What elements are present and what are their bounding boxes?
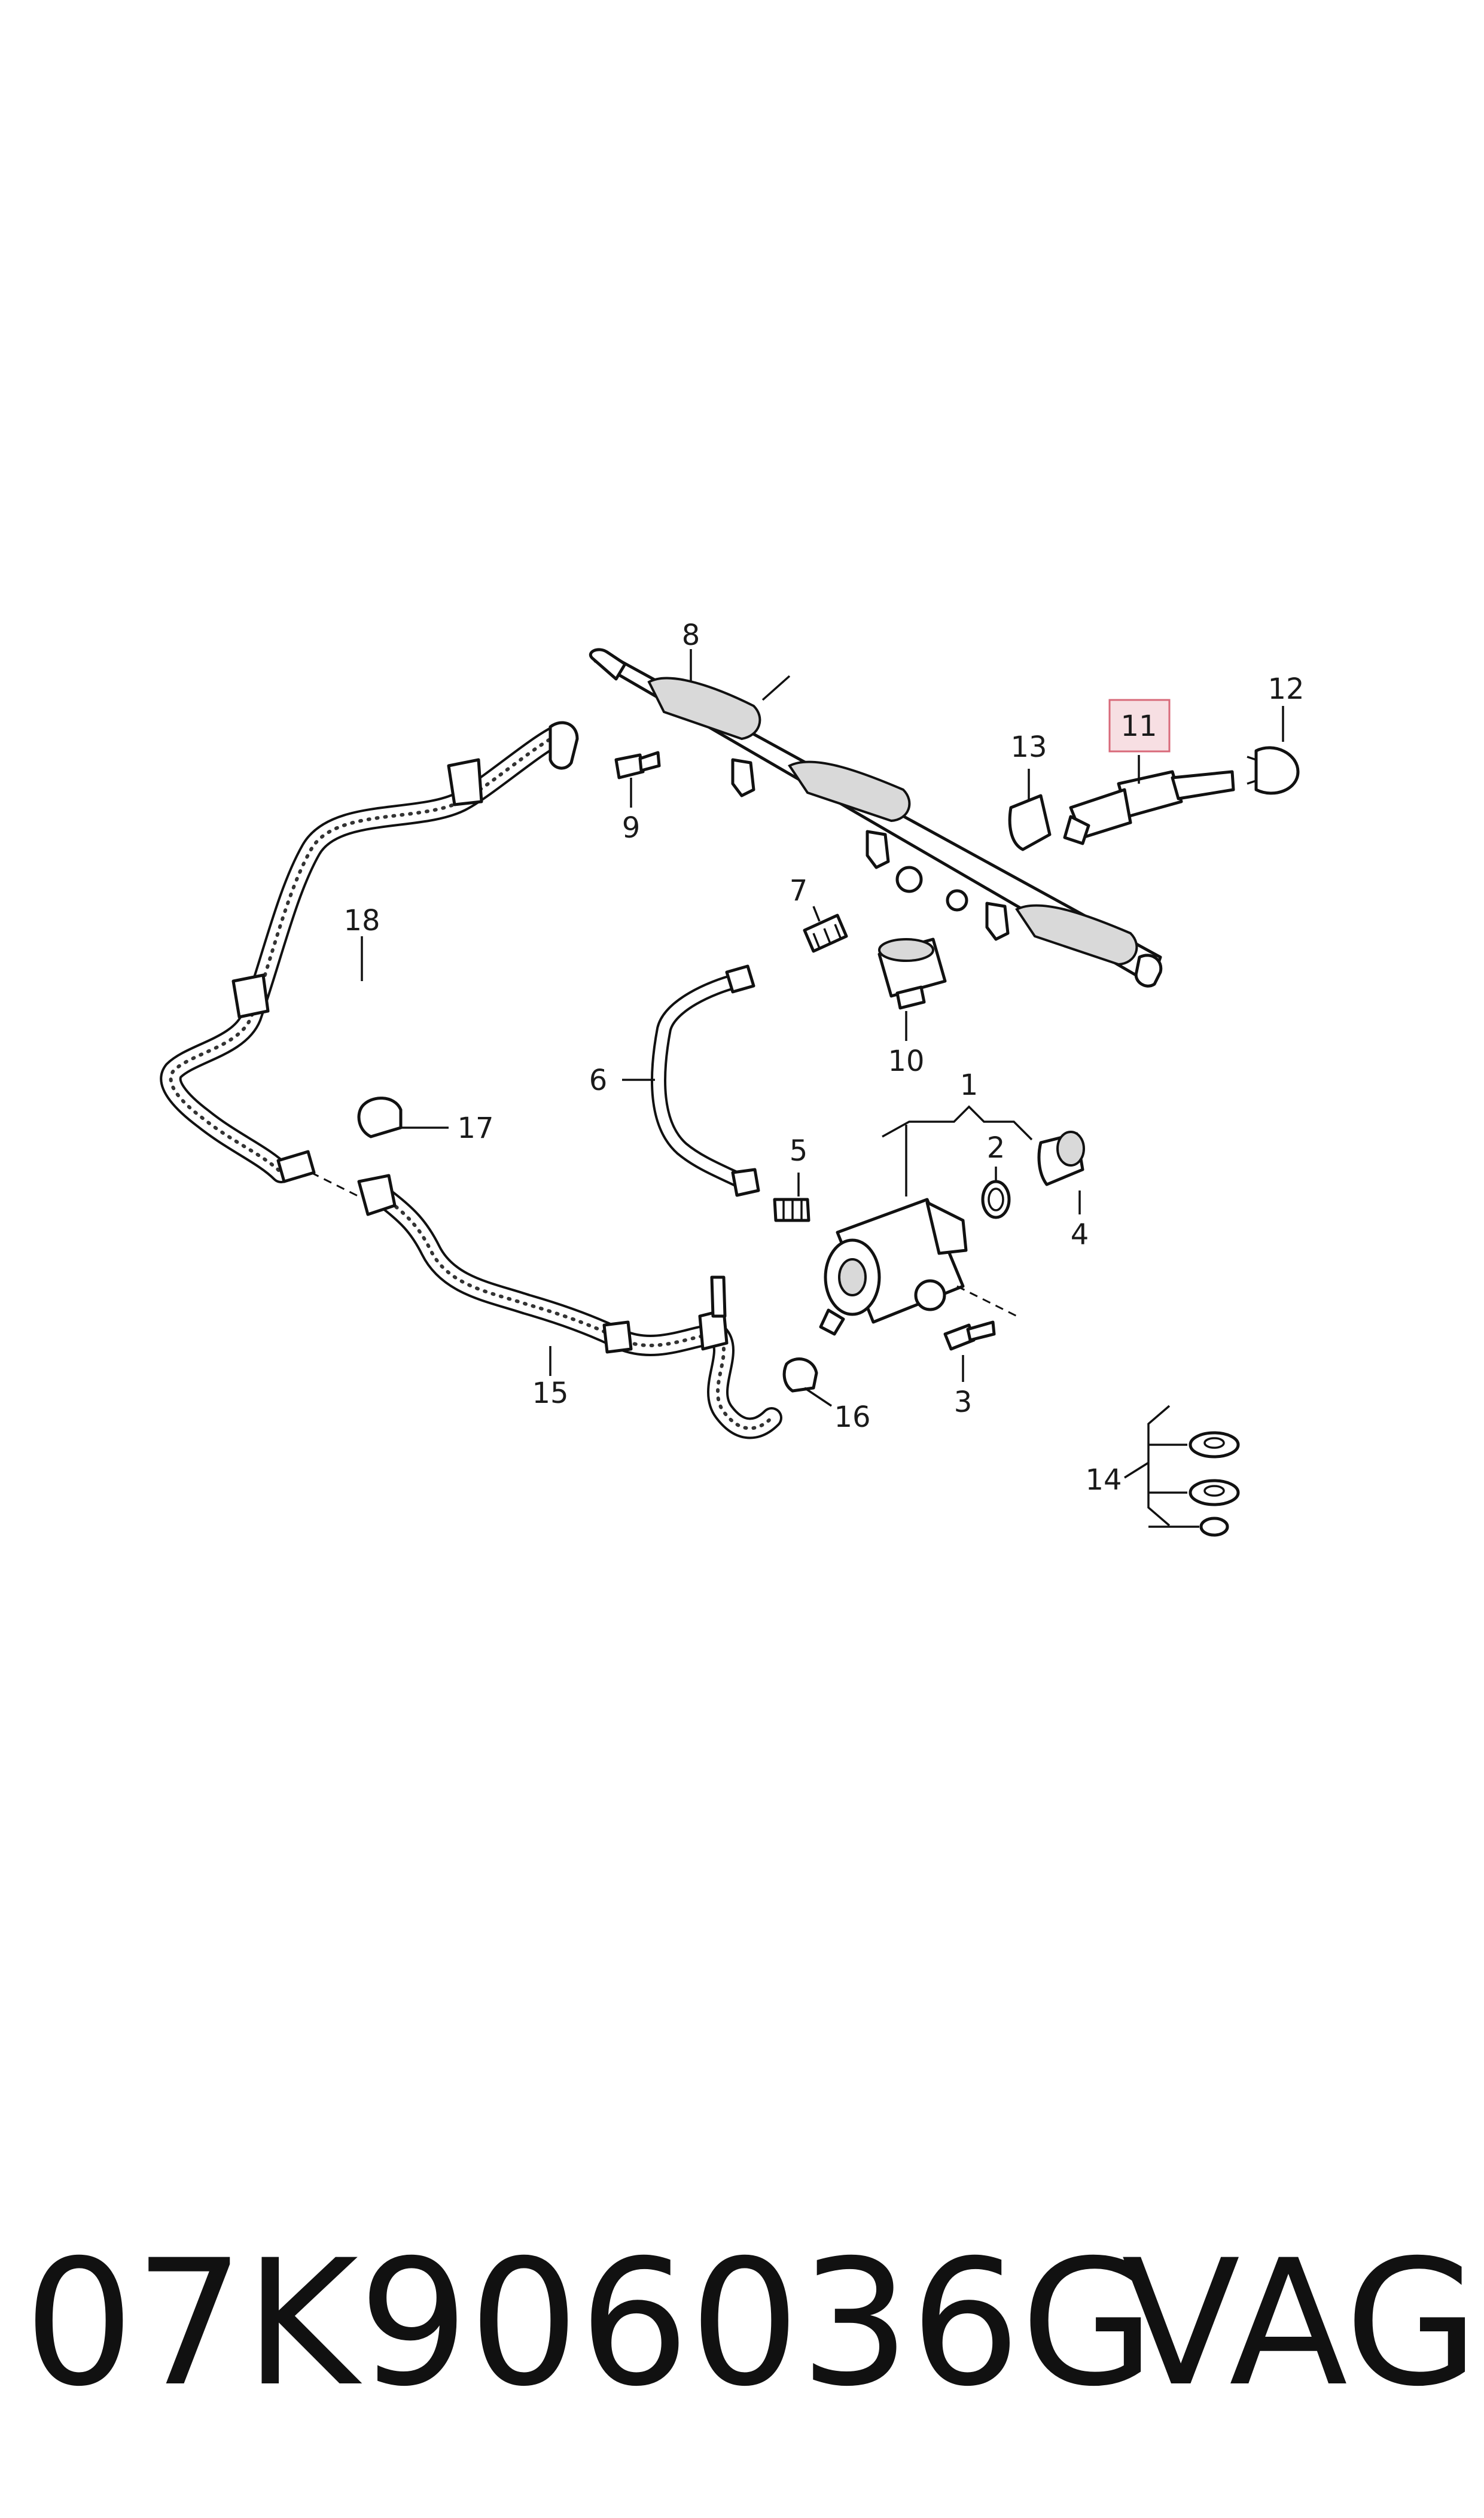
pressure-sensor-10: [877, 937, 947, 1010]
callout-10: 10: [888, 1045, 924, 1078]
clip-13: [1008, 794, 1052, 851]
union-7: [803, 914, 848, 953]
cover-4: [1037, 1131, 1085, 1186]
callout-16: 16: [834, 1400, 870, 1434]
parts-diagram: 8 9 10 11 12 13 7 6 5 1 2 4 3 18 17 15 1…: [160, 619, 1305, 1537]
callout-11: 11: [1120, 710, 1157, 743]
seal-12: [1247, 746, 1300, 795]
callout-3: 3: [954, 1386, 973, 1419]
callout-9: 9: [622, 811, 641, 845]
callout-6: 6: [589, 1064, 608, 1097]
bolt-9: [614, 751, 661, 780]
callout-17: 17: [457, 1112, 493, 1145]
hose-15: [357, 1174, 782, 1439]
callout-4: 4: [1071, 1218, 1089, 1252]
callout-2: 2: [987, 1131, 1005, 1165]
callout-1: 1: [960, 1068, 979, 1102]
union-5: [773, 1198, 810, 1222]
clamp-16: [782, 1357, 818, 1393]
callout-5: 5: [790, 1134, 808, 1168]
o-ring-2: [981, 1180, 1011, 1219]
callout-15: 15: [532, 1377, 568, 1410]
bolt-3: [943, 1320, 996, 1351]
callout-8: 8: [682, 619, 700, 652]
fuel-rail: [589, 648, 1163, 988]
injector-11: [1063, 770, 1235, 845]
callout-18: 18: [343, 904, 380, 937]
kit-14: [1189, 1431, 1240, 1537]
part-number: 07K906036G: [24, 2223, 1155, 2425]
hose-18: [160, 721, 579, 1198]
callout-14: 14: [1085, 1463, 1122, 1497]
leader-lines: [361, 649, 1284, 1528]
clamp-17: [357, 1097, 403, 1138]
pressure-line-6: [651, 964, 760, 1197]
callout-7: 7: [790, 874, 808, 908]
fuel-pump-1: [819, 1198, 1017, 1336]
callout-11-highlight: [1108, 699, 1171, 753]
callout-13: 13: [1010, 730, 1047, 764]
brand-name: VAG: [1122, 2223, 1479, 2425]
callout-12: 12: [1267, 672, 1304, 706]
